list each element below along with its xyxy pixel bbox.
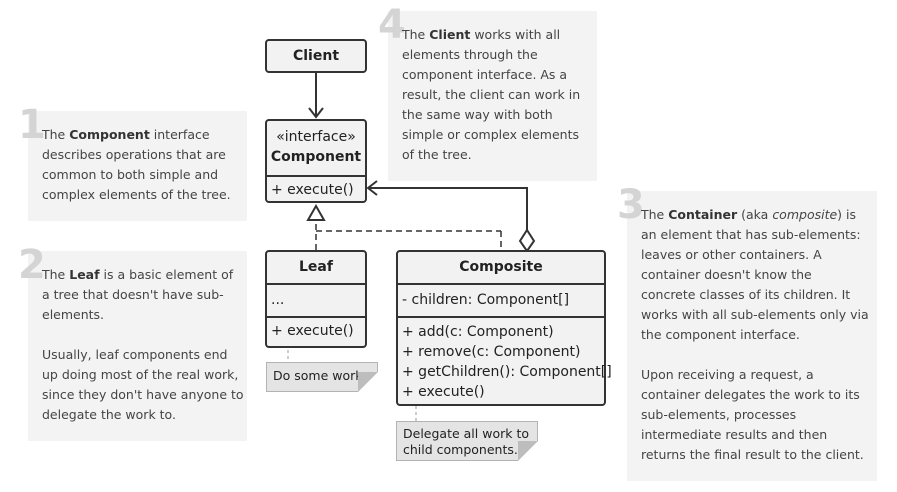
note-paragraph: The Component interface describes operat… (42, 127, 231, 202)
note-number: 4 (378, 2, 406, 48)
note-paragraph: Upon receiving a request, a container de… (641, 367, 864, 462)
note-number: 3 (617, 182, 645, 228)
aggregation-diamond (518, 228, 536, 253)
composite-method-getchildren: + getChildren(): Component[] (402, 364, 612, 380)
note-client: 4 The Client works with all elements thr… (378, 5, 597, 181)
realization-triangle (306, 203, 326, 221)
note-paragraph: Usually, leaf components end up doing mo… (42, 347, 244, 422)
composite-sticky-note: Delegate all work to child components. (396, 421, 538, 461)
note-paragraph: The Container (aka composite) is an elem… (641, 207, 869, 342)
note-paragraph: The Client works with all elements throu… (402, 27, 581, 162)
leaf-field: ... (271, 292, 285, 308)
component-title: Component (270, 149, 362, 165)
aggregation-arrowhead (366, 180, 378, 196)
note-number: 2 (18, 242, 46, 288)
leaf-method: + execute() (271, 323, 354, 339)
arrowhead (308, 107, 324, 119)
note-number: 1 (18, 102, 46, 148)
leaf-title: Leaf (299, 259, 333, 275)
leaf-class[interactable]: Leaf ... + execute() (265, 250, 367, 348)
component-stereotype: «interface» (276, 129, 356, 145)
note-paragraph: The Leaf is a basic element of a tree th… (42, 267, 234, 322)
client-title: Client (292, 48, 340, 64)
component-method: + execute() (271, 182, 354, 198)
composite-method-remove: + remove(c: Component) (402, 344, 581, 360)
composite-method-add: + add(c: Component) (402, 324, 554, 340)
note-component: 1 The Component interface describes oper… (18, 105, 247, 221)
client-class[interactable]: Client (265, 39, 367, 73)
note-container: 3 The Container (aka composite) is an el… (617, 185, 877, 481)
composite-title: Composite (459, 259, 543, 275)
leaf-sticky-note: Do some work. (266, 362, 378, 392)
composite-class[interactable]: Composite - children: Component[] + add(… (396, 250, 612, 406)
aggregation-line (368, 187, 528, 232)
composite-field: - children: Component[] (402, 292, 570, 308)
composite-method-execute: + execute() (402, 384, 485, 400)
note-leaf: 2 The Leaf is a basic element of a tree … (18, 245, 247, 441)
component-interface[interactable]: «interface» Component + execute() (265, 119, 367, 203)
